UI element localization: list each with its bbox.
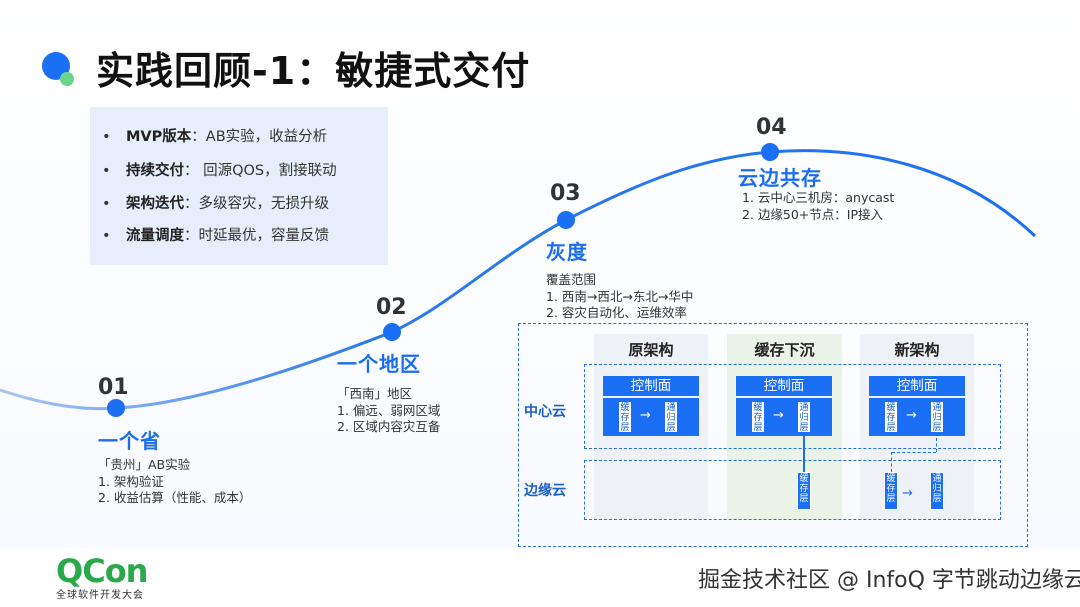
control-plane-box: 控制面 (603, 376, 699, 396)
column-title-original: 原架构 (628, 341, 674, 359)
control-plane-box: 控制面 (869, 376, 965, 396)
row-label-center-cloud: 中心云 (524, 404, 566, 420)
page-title: 实践回顾-1：敏捷式交付 (96, 49, 531, 93)
step-04-desc: 1. 云中心三机房：anycast 2. 边缘50+节点：IP接入 (742, 190, 895, 222)
milestone-01-dot (107, 399, 125, 417)
footer (0, 548, 1080, 607)
cache-layer-box: 缓存层 (751, 401, 765, 433)
row-edge-cloud-frame (584, 460, 1001, 520)
arrow-right-icon: → (773, 408, 784, 423)
control-plane-box: 控制面 (736, 376, 832, 396)
connector-line (803, 436, 805, 472)
step-01-desc: 「贵州」AB实验 1. 架构验证 2. 收益估算（性能、成本） (98, 457, 252, 505)
edge-cache-layer-box: 缓存层 (797, 472, 811, 510)
connector-dashed-line (892, 452, 936, 453)
watermark: 掘金技术社区 @ InfoQ 字节跳动边缘云 (698, 568, 1080, 593)
origin-layer-box: 通归层 (797, 401, 811, 433)
step-04-number: 04 (756, 115, 787, 140)
step-03-title: 灰度 (546, 240, 588, 264)
connector-dashed-line (891, 452, 892, 472)
edge-cache-layer-box: 缓存层 (884, 472, 898, 510)
step-02-number: 02 (376, 295, 407, 320)
step-01-title: 一个省 (98, 429, 161, 453)
cache-layer-box: 缓存层 (618, 401, 632, 433)
milestone-02-dot (383, 323, 401, 341)
step-02-title: 一个地区 (337, 352, 421, 376)
qcon-logo-subtitle: 全球软件开发大会 (56, 590, 144, 601)
column-title-new: 新架构 (894, 341, 940, 359)
origin-layer-box: 通归层 (930, 401, 944, 433)
summary-item: •MVP版本：AB实验，收益分析 (102, 129, 328, 145)
title-dot-accent-icon (60, 72, 74, 86)
connector-dashed-line (936, 438, 937, 452)
step-03-desc: 覆盖范围 1. 西南→西北→东北→华中 2. 容灾自动化、运维效率 (546, 272, 694, 320)
milestone-03-dot (557, 211, 575, 229)
milestone-04-dot (761, 143, 779, 161)
column-title-cache-sink: 缓存下沉 (754, 341, 815, 359)
arrow-right-icon: → (640, 408, 651, 423)
step-04-title: 云边共存 (738, 166, 822, 190)
step-02-desc: 「西南」地区 1. 偏远、弱网区域 2. 区域内容灾互备 (337, 386, 441, 434)
edge-origin-layer-box: 通归层 (930, 472, 944, 510)
architecture-diagram-frame (518, 323, 1028, 547)
arrow-right-icon: → (906, 408, 917, 423)
summary-item: •架构迭代：多级容灾，无损升级 (102, 196, 329, 212)
summary-box: •MVP版本：AB实验，收益分析 •持续交付： 回源QOS，割接联动 •架构迭代… (90, 107, 388, 265)
qcon-logo: QCon (56, 552, 148, 590)
cache-layer-box: 缓存层 (884, 401, 898, 433)
step-01-number: 01 (98, 375, 129, 400)
row-center-cloud-frame (584, 364, 1001, 449)
arrow-right-icon: → (902, 486, 913, 501)
step-03-number: 03 (550, 181, 581, 206)
row-label-edge-cloud: 边缘云 (524, 483, 566, 499)
summary-item: •流量调度：时延最优，容量反馈 (102, 228, 329, 244)
summary-item: •持续交付： 回源QOS，割接联动 (102, 163, 337, 179)
origin-layer-box: 通归层 (664, 401, 678, 433)
